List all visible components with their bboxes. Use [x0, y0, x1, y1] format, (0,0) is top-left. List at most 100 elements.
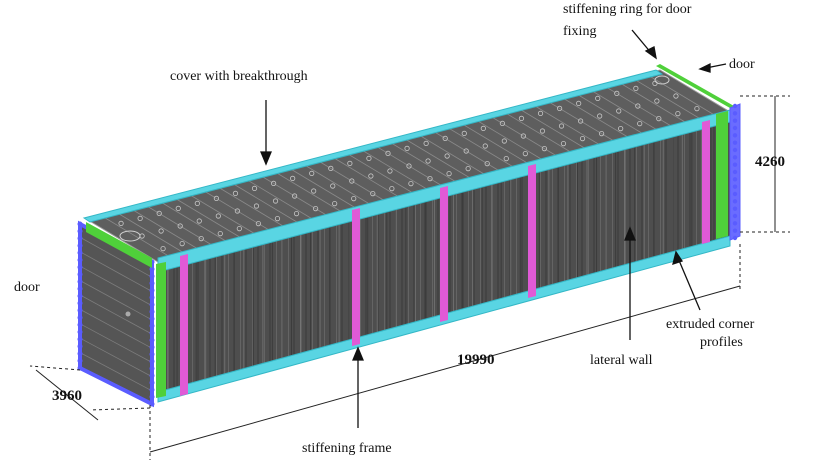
roof-hole: [137, 215, 143, 221]
roof-hole: [614, 90, 620, 97]
roof-rib: [459, 122, 531, 165]
door-bead: [77, 221, 83, 227]
roof-hole: [253, 203, 260, 209]
roof-rib: [173, 197, 245, 240]
roof-rib: [588, 88, 659, 132]
roof-hole: [270, 180, 277, 186]
roof-hole: [351, 196, 357, 202]
roof-hole: [389, 186, 395, 192]
stiffening-ring-left-vertical: [156, 262, 166, 398]
roof-hole: [198, 236, 204, 242]
roof-hole: [446, 171, 452, 177]
stiffening-frame: [440, 186, 448, 322]
dim-width-line: [35, 369, 99, 421]
roof-holes: [118, 75, 700, 252]
door-bead: [732, 228, 738, 233]
roof-rib: [302, 163, 373, 207]
door-bead: [732, 221, 738, 226]
stiffening-ring-right-vertical: [716, 111, 728, 239]
roof-hole: [673, 93, 679, 99]
door-bead: [77, 228, 83, 234]
roof-hole: [618, 126, 624, 132]
door-bead: [732, 155, 738, 160]
door-rib: [81, 324, 151, 362]
door-bead: [77, 243, 83, 249]
roof-hole: [560, 141, 567, 147]
roof-rib: [573, 92, 645, 135]
label-corner-line1: extruded corner: [666, 317, 755, 332]
roof-hole: [579, 136, 586, 142]
roof-hole: [576, 100, 582, 107]
door-bead: [149, 366, 155, 371]
roof-hole: [484, 161, 490, 167]
roof-hole: [442, 135, 448, 141]
roof-hole: [463, 148, 469, 154]
roof-rib: [345, 152, 416, 195]
roof-hole: [293, 211, 300, 217]
door-bead: [732, 103, 738, 109]
roof-hole: [556, 105, 563, 112]
roof-hole: [349, 178, 355, 184]
roof-hole: [482, 143, 488, 149]
roof-hole: [175, 205, 181, 211]
roof-hole: [635, 103, 641, 109]
roof-hole: [217, 231, 223, 237]
roof-hole: [312, 206, 319, 212]
door-rib: [81, 238, 151, 277]
stiffening-ring-right: [656, 64, 734, 108]
door-bead: [77, 300, 83, 306]
roof-hole: [311, 188, 317, 194]
door-bead: [149, 295, 155, 300]
roof-hole: [234, 208, 240, 214]
roof-hole: [385, 150, 391, 156]
door-bead: [77, 358, 83, 364]
roof-hole: [251, 185, 258, 191]
arrow-ring-head: [644, 46, 657, 60]
door-bead: [732, 140, 738, 145]
label-door-right: door: [729, 57, 755, 72]
door-bead: [149, 380, 155, 386]
door-bead: [149, 330, 155, 336]
roof-rib: [287, 167, 359, 210]
door-bead: [732, 125, 738, 131]
roof-hole: [595, 95, 601, 102]
door-bead: [732, 191, 738, 197]
roof-rib: [130, 208, 202, 252]
door-bead: [732, 177, 738, 182]
roof-rib: [359, 148, 430, 192]
stiffening-frame: [352, 208, 360, 346]
leader-arrows: [260, 29, 727, 428]
door-bead: [149, 401, 155, 407]
door-bead: [77, 315, 83, 321]
door-bead: [149, 266, 155, 272]
roof-rib: [631, 77, 702, 120]
roof-hole: [539, 128, 546, 134]
door-bead: [149, 387, 155, 393]
roof-hole: [213, 195, 219, 201]
label-cover: cover with breakthrough: [170, 69, 308, 84]
roof-rib: [488, 114, 559, 158]
roof-rib: [559, 95, 631, 139]
label-lateral: lateral wall: [590, 353, 653, 368]
roof-rib: [616, 80, 688, 124]
door-bead: [732, 111, 738, 116]
door-bead: [77, 286, 83, 292]
roof-hole: [499, 120, 505, 127]
roof-rib: [187, 193, 259, 237]
roof-hole: [461, 130, 467, 136]
door-bead: [77, 322, 83, 328]
roof-rib: [645, 73, 716, 117]
label-length: 19990: [457, 352, 495, 368]
roof-hole: [255, 221, 261, 227]
door-rib: [81, 310, 151, 348]
roof-hole: [232, 190, 239, 196]
roof-hole: [291, 193, 298, 199]
roof-rib: [216, 185, 287, 229]
roof-hole: [597, 113, 603, 119]
door-bead: [77, 365, 83, 371]
roof-hole: [656, 116, 662, 122]
roof-hole: [425, 158, 431, 164]
roof-hole: [577, 118, 584, 124]
label-ring-line1: stiffening ring for door: [563, 2, 692, 17]
roof-hole: [654, 98, 660, 104]
